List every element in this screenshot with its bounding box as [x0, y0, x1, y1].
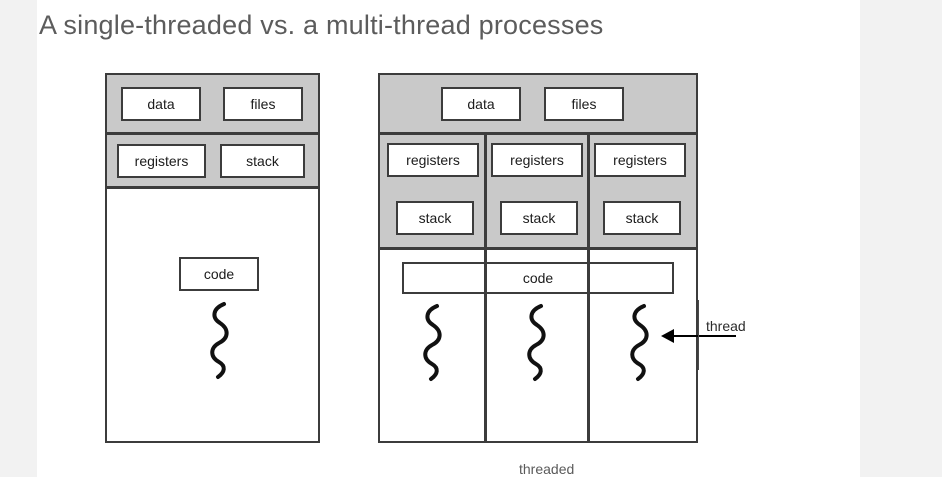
single-cell-data: data: [121, 87, 201, 121]
thread-arrow-head: [661, 329, 674, 343]
single-cell-data-label: data: [147, 96, 175, 112]
single-shared-band-data-files: data files: [107, 75, 318, 135]
single-cell-code-label: code: [203, 266, 235, 282]
multi-cell-stack-3: stack: [603, 201, 681, 235]
multi-cell-data: data: [441, 87, 521, 121]
single-thread-squiggle: [210, 302, 229, 379]
multi-thread-squiggle-3: [630, 304, 649, 381]
multi-cell-code-label: code: [522, 270, 554, 286]
single-threaded-process-box: data files registers stack code: [105, 73, 320, 443]
multi-cell-registers-1-label: registers: [406, 152, 460, 168]
diagram-caption: threaded: [519, 461, 575, 477]
single-cell-registers: registers: [117, 144, 206, 178]
multi-cell-stack-2: stack: [500, 201, 578, 235]
multi-per-thread-band: registers stack registers stack register…: [380, 135, 696, 250]
multi-column-divider-2-band: [587, 135, 590, 250]
single-cell-stack: stack: [220, 144, 305, 178]
multi-cell-stack-2-label: stack: [522, 210, 556, 226]
multi-column-divider-1-band: [484, 135, 487, 250]
thread-arrow-line: [673, 335, 736, 337]
multi-cell-files: files: [544, 87, 624, 121]
multi-cell-registers-2: registers: [491, 143, 583, 177]
thread-callout-leader: [698, 300, 699, 370]
single-cell-stack-label: stack: [246, 153, 279, 169]
multi-threaded-process-box: data files registers stack registers: [378, 73, 698, 443]
thread-annotation-label: thread: [706, 318, 746, 334]
multi-cell-registers-3-label: registers: [613, 152, 667, 168]
multi-cell-registers-2-label: registers: [510, 152, 564, 168]
page-title: A single-threaded vs. a multi-thread pro…: [39, 10, 604, 40]
multi-cell-stack-1: stack: [396, 201, 474, 235]
single-cell-registers-label: registers: [134, 153, 189, 169]
multi-cell-data-label: data: [467, 96, 495, 112]
content-card: A single-threaded vs. a multi-thread pro…: [37, 0, 860, 477]
multi-column-divider-2-lower: [587, 250, 590, 441]
multi-cell-registers-1: registers: [387, 143, 479, 177]
multi-cell-registers-3: registers: [594, 143, 686, 177]
multi-thread-squiggle-2: [527, 304, 546, 381]
multi-cell-code: code: [402, 262, 674, 294]
multi-column-divider-1-lower: [484, 250, 487, 441]
multi-thread-squiggle-1: [423, 304, 442, 381]
single-cell-code: code: [179, 257, 259, 291]
single-shared-band-registers-stack: registers stack: [107, 135, 318, 189]
multi-cell-files-label: files: [571, 96, 597, 112]
multi-shared-band-data-files: data files: [380, 75, 696, 135]
multi-cell-stack-1-label: stack: [418, 210, 452, 226]
single-cell-files: files: [223, 87, 303, 121]
multi-cell-stack-3-label: stack: [625, 210, 659, 226]
single-cell-files-label: files: [250, 96, 276, 112]
